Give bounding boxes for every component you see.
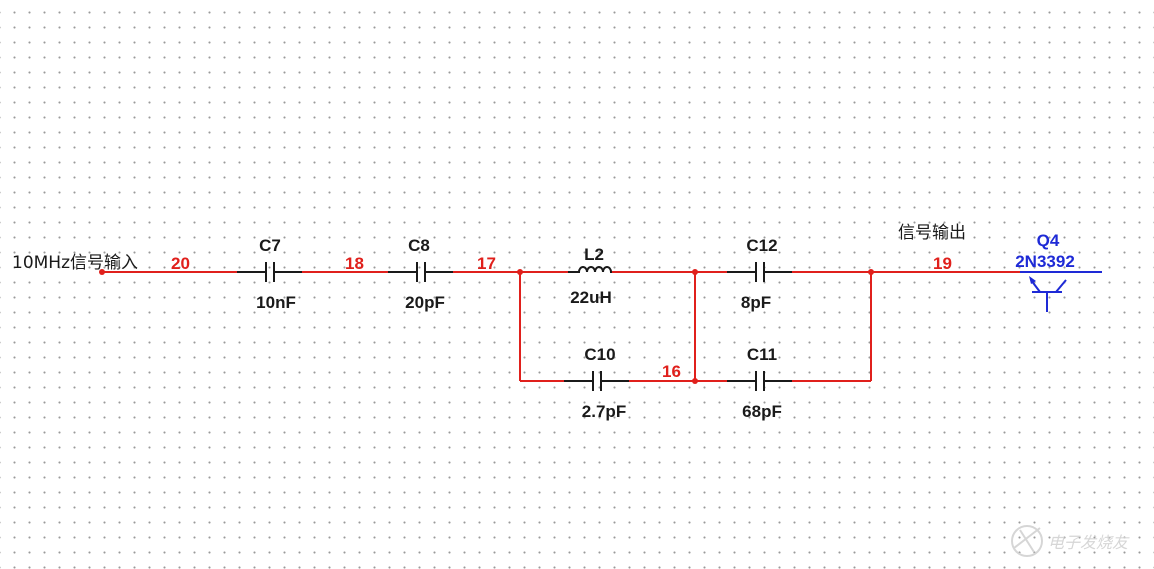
- c7-ref: C7: [259, 236, 281, 255]
- q4-value: 2N3392: [1015, 252, 1075, 271]
- junction-top-mid: [692, 269, 698, 275]
- c10-ref: C10: [584, 345, 615, 364]
- capacitor-c10-symbol: [564, 371, 629, 391]
- transistor-q4-symbol: [1020, 271, 1102, 312]
- c8-value: 20pF: [405, 293, 445, 312]
- q4-ref: Q4: [1037, 231, 1060, 250]
- net-label-17: 17: [477, 254, 496, 273]
- junction-net-19: [868, 269, 874, 275]
- junctions: [99, 269, 874, 384]
- component-symbols: [237, 262, 792, 391]
- wires: [102, 271, 1020, 382]
- net-label-19: 19: [933, 254, 952, 273]
- inductor-l2-symbol: [568, 266, 612, 273]
- junction-net-16: [692, 378, 698, 384]
- c10-value: 2.7pF: [582, 402, 626, 421]
- c12-value: 8pF: [741, 293, 771, 312]
- c7-value: 10nF: [256, 293, 296, 312]
- c11-value: 68pF: [742, 402, 782, 421]
- capacitor-c8-symbol: [388, 262, 453, 282]
- c8-ref: C8: [408, 236, 430, 255]
- capacitor-c12-symbol: [727, 262, 792, 282]
- junction-net-17: [517, 269, 523, 275]
- elecfans-logo-icon: [1011, 525, 1043, 557]
- input-terminal-dot: [99, 269, 105, 275]
- l2-value: 22uH: [570, 288, 612, 307]
- net-label-16: 16: [662, 362, 681, 381]
- l2-ref: L2: [584, 245, 604, 264]
- input-label: 10MHz信号输入: [12, 253, 138, 273]
- c11-ref: C11: [747, 345, 777, 364]
- net-label-18: 18: [345, 254, 364, 273]
- capacitor-c11-symbol: [727, 371, 792, 391]
- watermark-text: 电子发烧友: [1048, 533, 1130, 552]
- c12-ref: C12: [746, 236, 777, 255]
- net-label-20: 20: [171, 254, 190, 273]
- output-label: 信号输出: [898, 223, 966, 243]
- capacitor-c7-symbol: [237, 262, 302, 282]
